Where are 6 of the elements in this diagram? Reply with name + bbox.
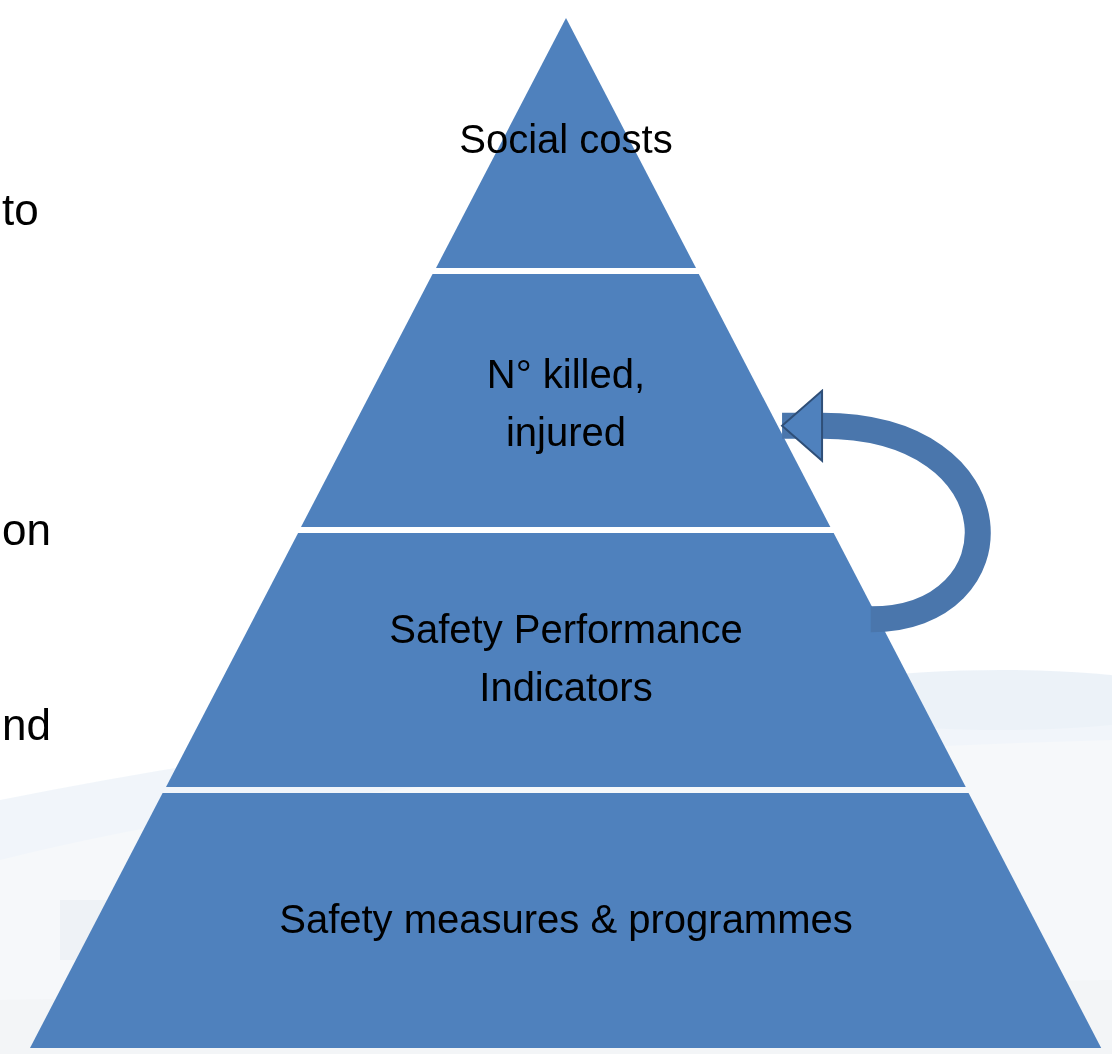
level-label: Safety measures & programmes — [278, 896, 854, 943]
level-label: Safety Performance Indicators — [388, 606, 744, 711]
level-label: N° killed, injured — [485, 351, 647, 456]
text-fragment: nd — [2, 700, 51, 750]
text-fragment: on — [2, 505, 51, 555]
text-fragment: to — [2, 185, 39, 235]
